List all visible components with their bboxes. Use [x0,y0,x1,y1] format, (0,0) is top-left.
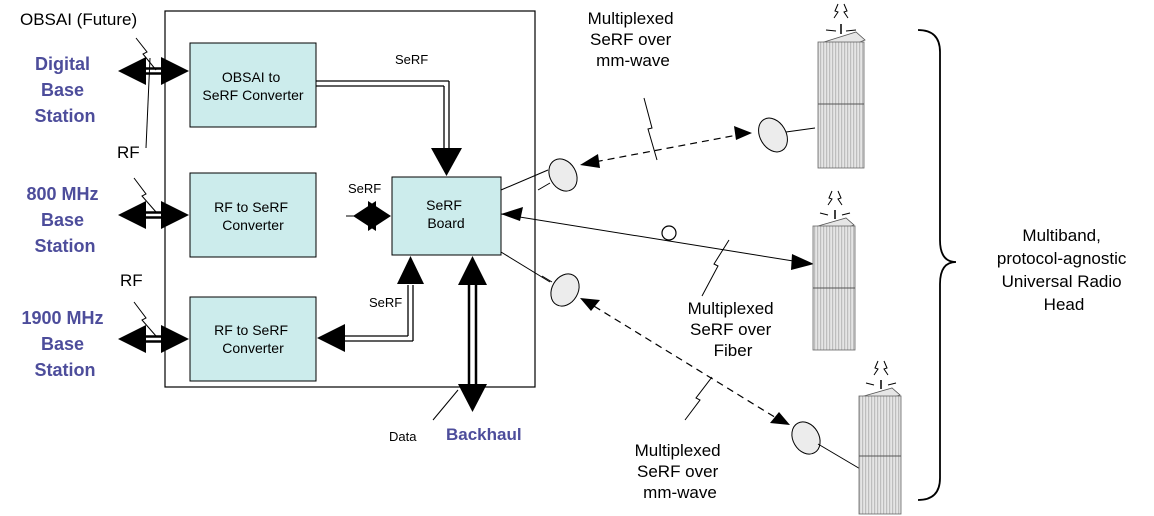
fiber-arrow-left [501,207,523,221]
mmwave-bottom-label: Multiplexed SeRF over mm-wave [635,441,726,502]
radio-head-tower-1 [817,3,866,169]
radio-head-tower-3 [858,360,902,515]
pointer-arrows [133,37,157,337]
digital-base-station-label: Digital Base Station [35,54,96,126]
mmwave-links [583,132,787,425]
backhaul-label: Backhaul [446,425,522,444]
serf-label-top: SeRF [395,52,428,67]
serf-label-mid: SeRF [348,181,381,196]
data-label: Data [389,429,417,444]
enclosure-box [164,10,536,388]
bs-1900-link [118,325,189,353]
obsai-future-label: OBSAI (Future) [20,10,137,29]
serf-board-label: SeRF Board [426,197,466,231]
fiber-label: Multiplexed SeRF over Fiber [688,299,779,360]
rf-label-bottom: RF [120,271,143,290]
rf800-to-board-link [346,201,391,231]
obsai-converter-box [189,42,317,128]
mmwave-top-label: Multiplexed SeRF over mm-wave [588,9,679,70]
radio-head-tower-2 [812,190,856,351]
obsai-converter-label: OBSAI to SeRF Converter [202,69,303,103]
rf-converter-1900-label: RF to SeRF Converter [214,322,292,356]
dish-urh-top [758,117,816,153]
bs-800-link [118,201,189,229]
rf-converter-800-label: RF to SeRF Converter [214,199,292,233]
rf-converter-box-800 [189,172,317,258]
board-backhaul-link [432,256,487,421]
urh-brace [917,29,957,501]
rf-label-top: RF [117,143,140,162]
serf-label-bottom: SeRF [369,295,402,310]
rf-converter-box-1900 [189,296,317,382]
dish-board-top [537,158,578,192]
base-station-800-label: 800 MHz Base Station [26,184,103,256]
obsai-to-board-link [316,80,462,176]
digital-bs-link [118,57,189,85]
dish-board-bottom [541,273,580,307]
board-outgoing-links [500,169,813,283]
fiber-arrow-right [791,254,814,270]
universal-radio-head-label: Multiband, protocol-agnostic Universal R… [997,226,1131,314]
serf-board-box [391,176,502,256]
board-to-rf1900-link [317,256,424,352]
dish-urh-bottom [791,421,863,471]
fiber-marker [661,225,677,241]
base-station-1900-label: 1900 MHz Base Station [21,308,108,380]
annotation-pointers [643,97,730,421]
